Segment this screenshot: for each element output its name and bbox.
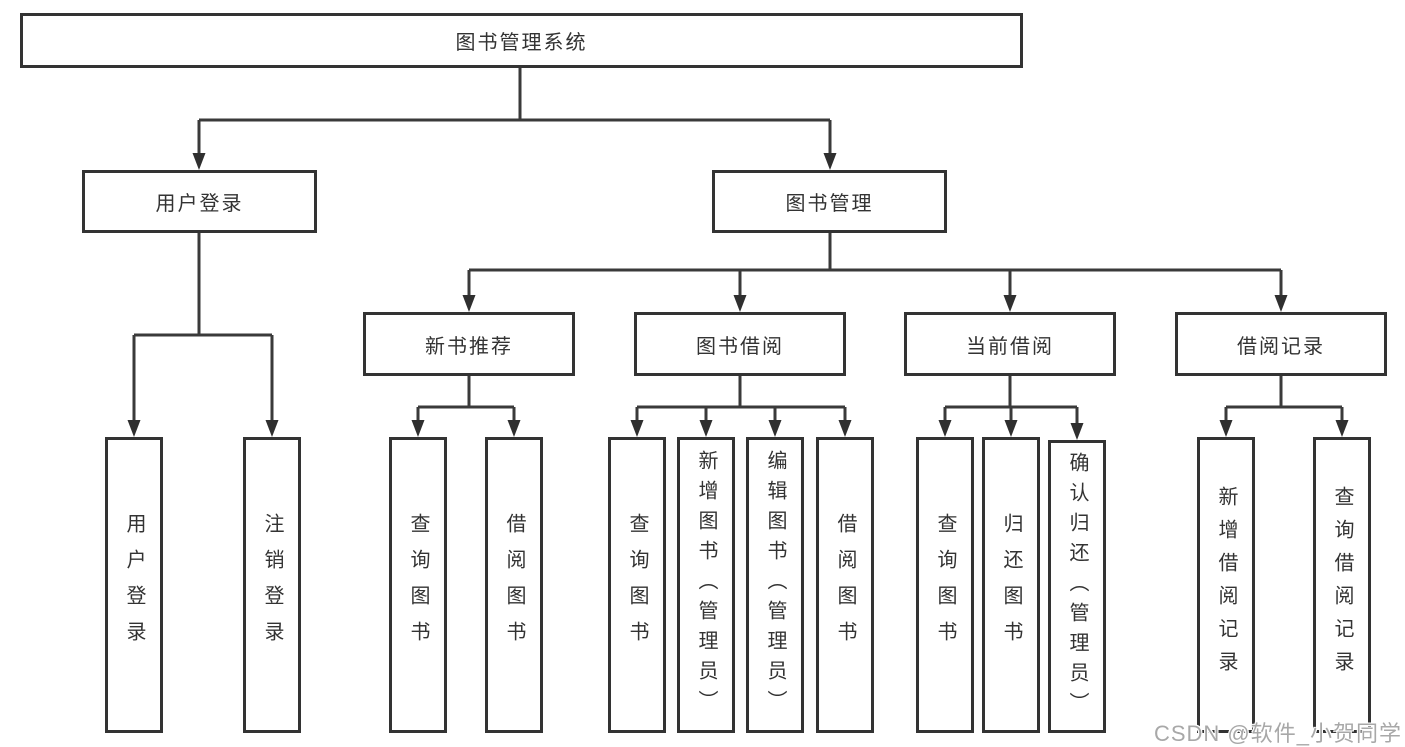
- node-book-management: 图书管理: [712, 170, 947, 233]
- leaf-bb-edit-books-admin-label: 编辑图书（管理员）: [764, 450, 786, 720]
- leaf-br-query-record-label: 查询借阅记录: [1331, 486, 1353, 684]
- leaf-br-add-record-label: 新增借阅记录: [1215, 486, 1237, 684]
- leaf-bb-edit-books-admin: 编辑图书（管理员）: [746, 437, 804, 733]
- node-user-login: 用户登录: [82, 170, 317, 233]
- leaf-cb-query-books: 查询图书: [916, 437, 974, 733]
- node-root-label: 图书管理系统: [455, 32, 588, 54]
- leaf-bb-query-books: 查询图书: [608, 437, 666, 733]
- node-book-borrow: 图书借阅: [634, 312, 846, 376]
- leaf-cb-confirm-return-admin: 确认归还（管理员）: [1048, 440, 1106, 733]
- node-borrow-records-label: 借阅记录: [1237, 335, 1325, 358]
- leaf-user-login: 用户登录: [105, 437, 163, 733]
- leaf-nbr-borrow-books-label: 借阅图书: [503, 513, 525, 657]
- leaf-nbr-borrow-books: 借阅图书: [485, 437, 543, 733]
- leaf-user-login-label: 用户登录: [123, 513, 145, 657]
- leaf-bb-add-books-admin-label: 新增图书（管理员）: [695, 450, 717, 720]
- leaf-cb-query-books-label: 查询图书: [934, 513, 956, 657]
- node-current-borrow: 当前借阅: [904, 312, 1116, 376]
- leaf-br-add-record: 新增借阅记录: [1197, 437, 1255, 733]
- leaf-bb-borrow-books: 借阅图书: [816, 437, 874, 733]
- node-book-management-label: 图书管理: [785, 193, 874, 215]
- leaf-nbr-query-books-label: 查询图书: [407, 513, 429, 657]
- leaf-br-query-record: 查询借阅记录: [1313, 437, 1371, 733]
- node-new-book-recommend-label: 新书推荐: [425, 335, 513, 358]
- node-new-book-recommend: 新书推荐: [363, 312, 575, 376]
- leaf-bb-add-books-admin: 新增图书（管理员）: [677, 437, 735, 733]
- leaf-cb-return-books: 归还图书: [982, 437, 1040, 733]
- leaf-logout-login: 注销登录: [243, 437, 301, 733]
- node-root: 图书管理系统: [20, 13, 1023, 68]
- leaf-logout-login-label: 注销登录: [261, 513, 283, 657]
- node-user-login-label: 用户登录: [155, 193, 244, 215]
- leaf-cb-confirm-return-admin-label: 确认归还（管理员）: [1066, 451, 1088, 722]
- leaf-bb-query-books-label: 查询图书: [626, 513, 648, 657]
- leaf-cb-return-books-label: 归还图书: [1000, 513, 1022, 657]
- node-borrow-records: 借阅记录: [1175, 312, 1387, 376]
- node-book-borrow-label: 图书借阅: [696, 335, 784, 358]
- node-current-borrow-label: 当前借阅: [966, 335, 1054, 358]
- csdn-watermark: CSDN @软件_小贺同学: [1153, 721, 1402, 746]
- leaf-nbr-query-books: 查询图书: [389, 437, 447, 733]
- leaf-bb-borrow-books-label: 借阅图书: [834, 513, 856, 657]
